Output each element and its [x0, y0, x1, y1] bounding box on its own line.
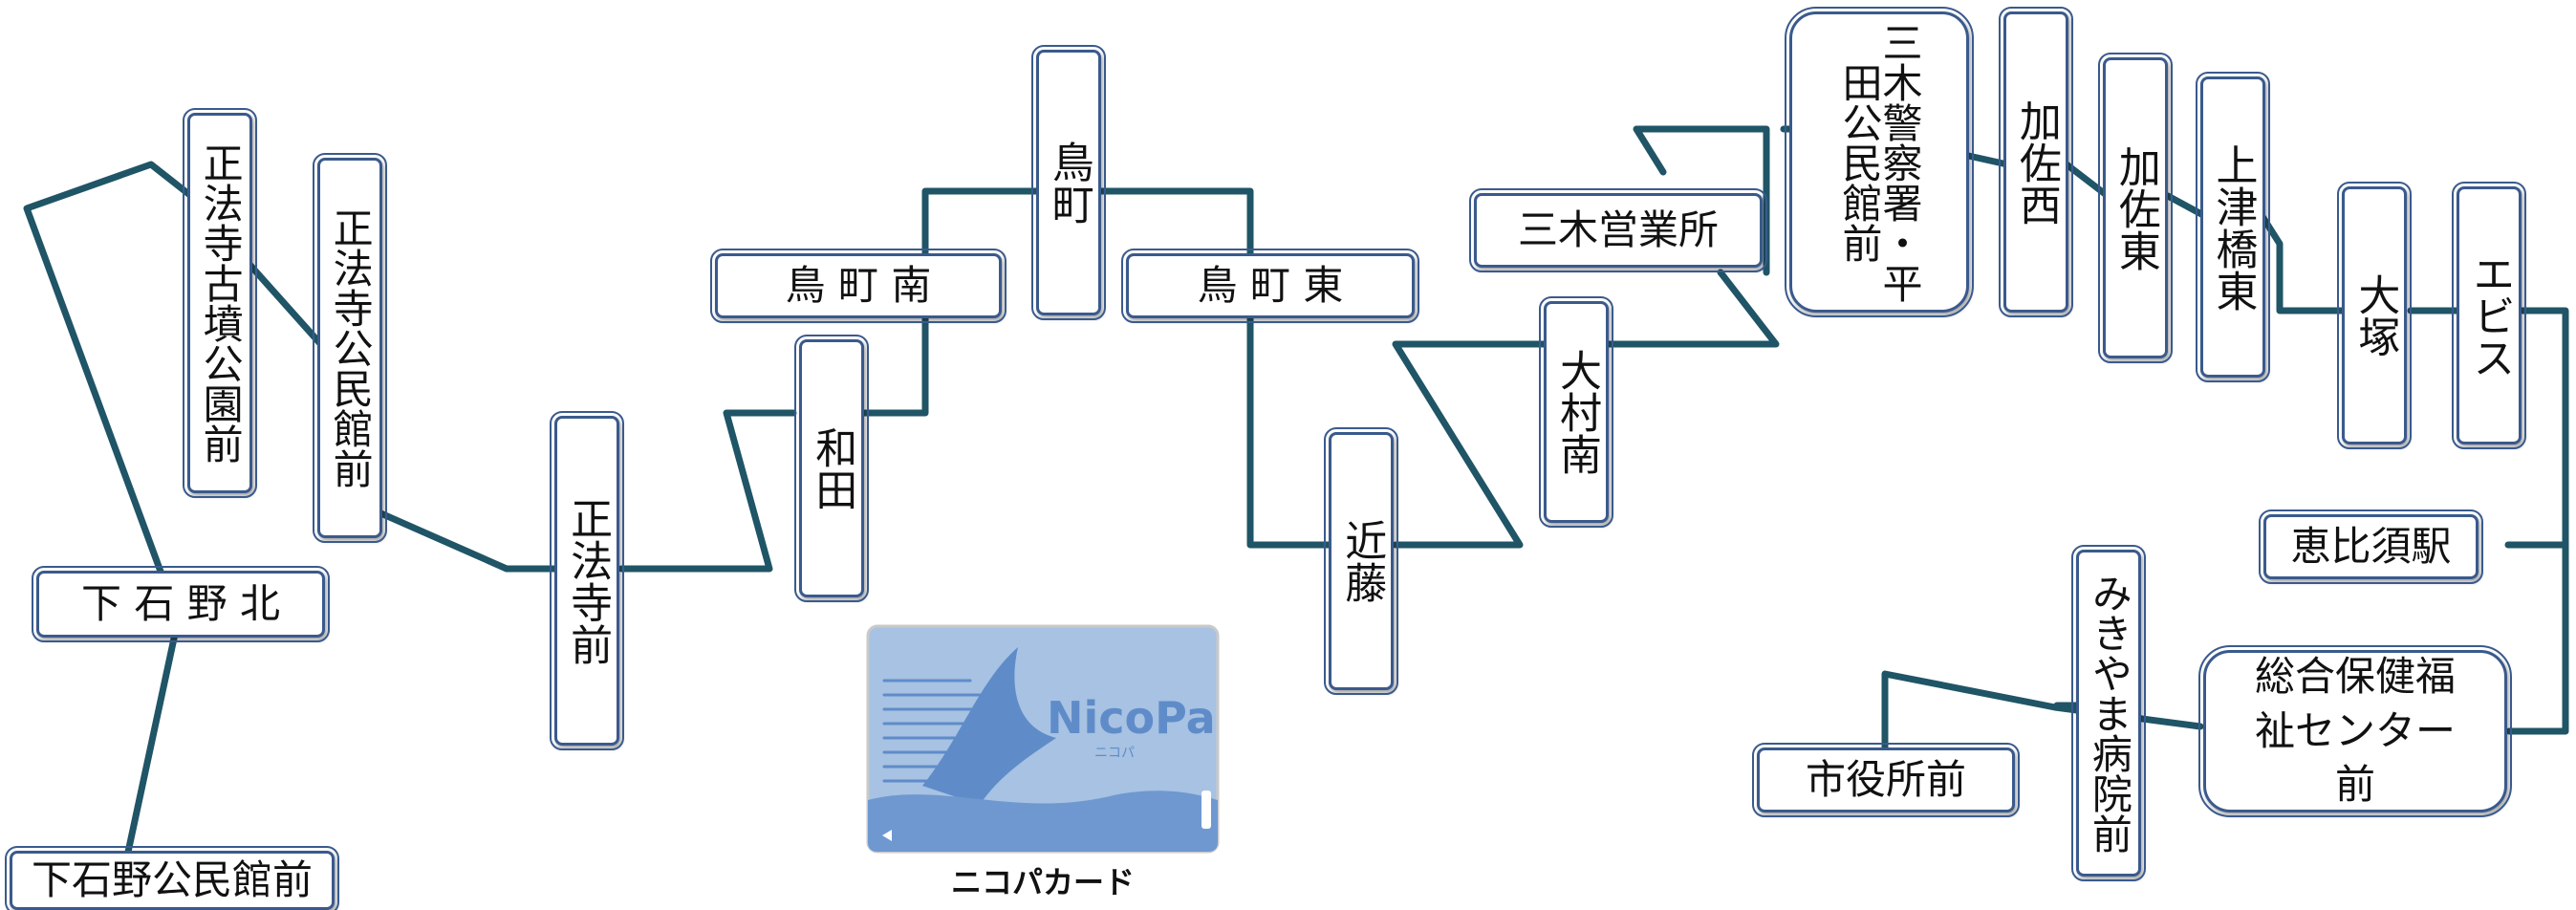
stop-label: 加佐東 [2111, 144, 2160, 271]
stop-torimachi-higashi[interactable]: 鳥 町 東 [1121, 249, 1419, 323]
route-line-kondo [1246, 269, 1780, 549]
stop-shohoji-kofun[interactable]: 正法寺古墳公園前 [183, 108, 257, 498]
stop-label: 和田 [808, 426, 857, 510]
stop-miki-keisatsu[interactable]: 三木警察署・平田公民館前 [1785, 7, 1974, 317]
stop-label: 三木警察署・平田公民館前 [1836, 21, 1923, 303]
route-line-shimoishino [23, 161, 195, 874]
stop-torimachi-minami[interactable]: 鳥 町 南 [710, 249, 1007, 323]
stop-label: 加佐西 [2011, 98, 2061, 226]
stop-omura-minami[interactable]: 大村南 [1539, 296, 1613, 528]
route-line-shohoji [233, 187, 1254, 573]
stop-label: 総合保健福祉センター前 [2254, 652, 2456, 809]
stop-label: 正法寺前 [563, 496, 613, 665]
stop-label: 鳥町 [1044, 141, 1093, 225]
card-logo-kana: ニコパ [1094, 746, 1135, 761]
stop-shimoishino-kominkan[interactable]: 下石野公民館前 [5, 846, 339, 910]
stop-sogo-hoken[interactable]: 総合保健福祉センター前 [2198, 645, 2512, 817]
stop-label: 市役所前 [1805, 755, 1966, 803]
stop-shohoji-kominkan[interactable]: 正法寺公民館前 [313, 153, 387, 543]
stop-label: 正法寺公民館前 [327, 207, 375, 488]
route-line-city [1881, 670, 2204, 759]
stop-label: 正法寺古墳公園前 [197, 142, 245, 464]
stop-wada[interactable]: 和田 [794, 335, 869, 602]
card-caption: ニコパカード [950, 864, 1135, 900]
stop-label: エビス [2465, 252, 2515, 379]
stop-label: 鳥 町 南 [785, 261, 932, 309]
stop-torimachi[interactable]: 鳥町 [1031, 45, 1106, 320]
stop-mikiyama-byoin[interactable]: みきやま病院前 [2071, 545, 2146, 881]
stop-label: みきやま病院前 [2086, 573, 2133, 854]
nicopa-card-image: NicoPa ニコパ [866, 624, 1220, 854]
stop-otsuka[interactable]: 大塚 [2337, 182, 2412, 449]
bird-icon [922, 647, 1056, 805]
stop-label: 鳥 町 東 [1197, 261, 1344, 309]
stop-shiyakusho[interactable]: 市役所前 [1752, 743, 2020, 817]
stop-label: 下 石 野 北 [80, 579, 281, 627]
stop-shimoishino-hoku[interactable]: 下 石 野 北 [32, 566, 330, 642]
stop-kondo[interactable]: 近藤 [1324, 427, 1398, 695]
stop-label: 近藤 [1337, 519, 1387, 603]
stop-kasa-higashi[interactable]: 加佐東 [2098, 53, 2173, 363]
stop-kozu-hashi-higashi[interactable]: 上津橋東 [2196, 72, 2270, 382]
stop-ebisu[interactable]: エビス [2452, 182, 2526, 449]
stop-label: 恵比須駅 [2290, 522, 2452, 570]
stop-miki-eigyosho[interactable]: 三木営業所 [1469, 188, 1767, 272]
card-logo-text: NicoPa [1047, 692, 1216, 744]
stop-label: 上津橋東 [2208, 142, 2258, 312]
stop-label: 大塚 [2350, 273, 2400, 358]
stop-label: 三木営業所 [1517, 206, 1719, 253]
route-line-kasa [1960, 151, 2569, 735]
stop-kasa-nishi[interactable]: 加佐西 [1999, 7, 2073, 317]
stop-ebisu-eki[interactable]: 恵比須駅 [2259, 509, 2483, 584]
stop-shohoji-mae[interactable]: 正法寺前 [550, 411, 624, 750]
stop-label: 下石野公民館前 [31, 856, 313, 903]
stop-label: 大村南 [1552, 349, 1601, 475]
